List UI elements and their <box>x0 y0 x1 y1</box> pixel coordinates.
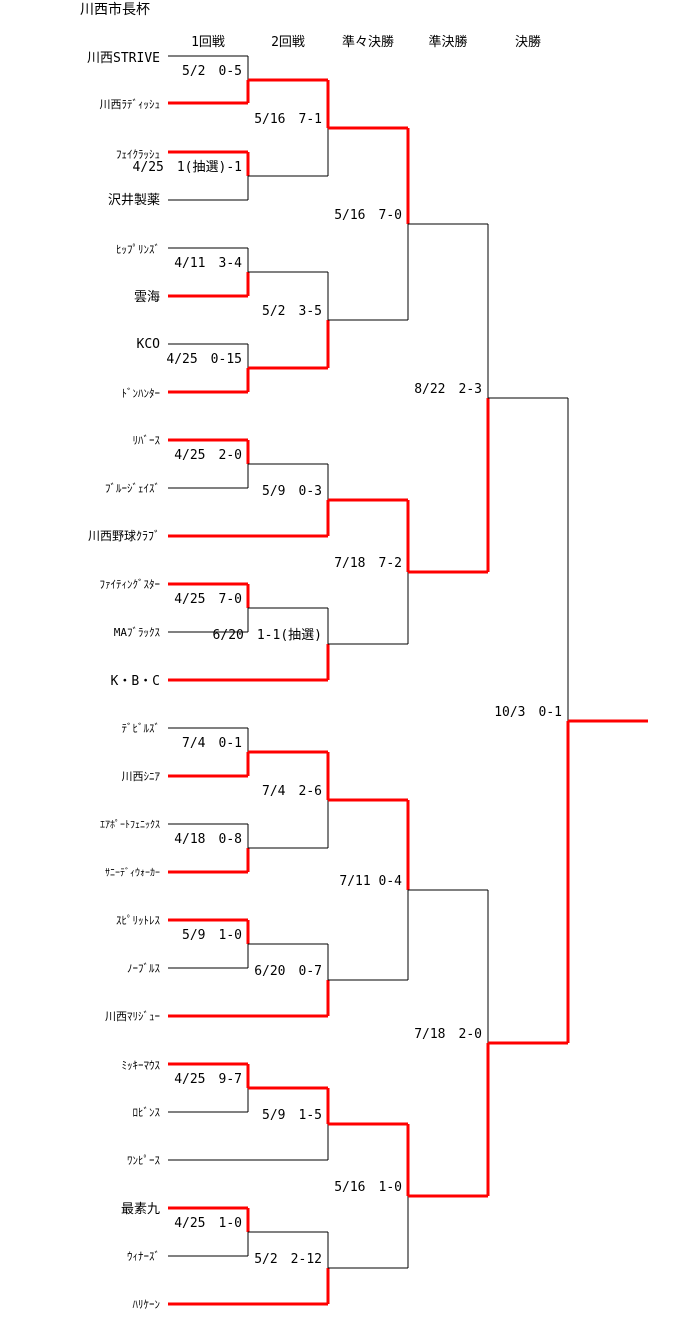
round-header-4: 準決勝 <box>428 34 467 50</box>
round-header-3: 準々決勝 <box>342 34 394 50</box>
round-header-1: 1回戦 <box>191 35 225 50</box>
match-score: 5/2 0-5 <box>182 64 242 79</box>
team-name: 川西ﾗﾃﾞｨｯｼｭ <box>100 98 161 111</box>
team-name: ｴｱﾎﾟｰﾄﾌｪﾆｯｸｽ <box>100 819 160 831</box>
match-score: 7/18 7-2 <box>334 556 402 571</box>
match-score: 7/4 2-6 <box>262 784 322 799</box>
team-name: K・B・C <box>111 674 160 689</box>
team-name: ﾛﾋﾞﾝｽ <box>133 1106 161 1119</box>
round-header-5: 決勝 <box>515 35 541 50</box>
team-name: KCO <box>137 337 161 352</box>
match-score: 5/16 7-1 <box>254 112 322 127</box>
team-name: ﾄﾞﾝﾊﾝﾀｰ <box>122 387 161 400</box>
team-name: ｻﾆｰﾃﾞｨｳｫｰｶｰ <box>105 867 160 879</box>
team-name: ﾋｯﾌﾟﾘﾝｽﾞ <box>116 243 160 256</box>
match-score: 4/25 1-0 <box>174 1216 242 1231</box>
team-name: ﾃﾞﾋﾞﾙｽﾞ <box>122 722 161 735</box>
match-score: 4/25 1(抽選)-1 <box>133 160 242 175</box>
match-score: 5/2 3-5 <box>262 304 322 319</box>
team-name: ﾉｰﾌﾞﾙｽ <box>127 962 160 975</box>
match-score: 10/3 0-1 <box>494 705 562 720</box>
team-name: 川西STRIVE <box>87 51 160 66</box>
match-score: 4/25 7-0 <box>174 592 242 607</box>
match-score: 5/16 7-0 <box>334 208 402 223</box>
team-name: 川西ﾏﾘｼﾞｭｰ <box>105 1010 160 1023</box>
match-score: 5/9 1-0 <box>182 928 242 943</box>
team-name: ﾘﾊﾞｰｽ <box>133 434 161 447</box>
match-score: 6/20 1-1(抽選) <box>213 628 322 643</box>
match-score: 4/25 9-7 <box>174 1072 242 1087</box>
team-name: MAﾌﾞﾗｯｸｽ <box>114 626 161 639</box>
match-score: 4/18 0-8 <box>174 832 242 847</box>
team-name: ﾌｪｲｸﾗｯｼｭ <box>116 148 160 161</box>
round-headers: 1回戦 2回戦 準々決勝 準決勝 決勝 <box>191 34 541 50</box>
match-score: 8/22 2-3 <box>414 382 482 397</box>
match-score: 4/11 3-4 <box>174 256 242 271</box>
match-score: 4/25 2-0 <box>174 448 242 463</box>
tournament-title: 川西市長杯 <box>80 1 150 18</box>
team-name: ﾌﾞﾙｰｼﾞｪｲｽﾞ <box>105 482 160 495</box>
match-scores: 5/2 0-5 4/25 1(抽選)-1 4/11 3-4 4/25 0-15 4/25… <box>133 64 562 1267</box>
match-score: 5/16 1-0 <box>334 1180 402 1195</box>
match-score: 7/18 2-0 <box>414 1027 482 1042</box>
team-names: 川西STRIVE 川西ﾗﾃﾞｨｯｼｭ ﾌｪｲｸﾗｯｼｭ 沢井製薬 ﾋｯﾌﾟﾘﾝｽ… <box>87 51 160 1311</box>
team-name: ｽﾋﾟﾘｯﾄﾚｽ <box>116 914 160 927</box>
team-name: ﾌｧｲﾃｨﾝｸﾞｽﾀｰ <box>100 578 161 591</box>
team-name: ﾊﾘｹｰﾝ <box>133 1298 161 1311</box>
team-name: ｳｨﾅｰｽﾞ <box>127 1250 160 1263</box>
team-name: 川西野球ｸﾗﾌﾞ <box>88 529 160 543</box>
match-score: 4/25 0-15 <box>166 352 242 367</box>
team-name: 川西ｼﾆｱ <box>122 770 161 783</box>
team-name: ﾐｯｷｰﾏｳｽ <box>122 1059 161 1072</box>
match-score: 5/9 1-5 <box>262 1108 322 1123</box>
team-name: 沢井製薬 <box>108 193 160 208</box>
bracket-lines <box>168 55 648 1306</box>
match-score: 7/4 0-1 <box>182 736 242 751</box>
team-name: ﾜﾝﾋﾟｰｽ <box>127 1154 160 1167</box>
team-name: 雲海 <box>134 290 160 305</box>
match-score: 5/2 2-12 <box>254 1252 322 1267</box>
match-score: 5/9 0-3 <box>262 484 322 499</box>
team-name: 最素九 <box>121 1202 160 1217</box>
round-header-2: 2回戦 <box>271 35 305 50</box>
match-score: 6/20 0-7 <box>254 964 322 979</box>
match-score: 7/11 0-4 <box>339 874 402 889</box>
